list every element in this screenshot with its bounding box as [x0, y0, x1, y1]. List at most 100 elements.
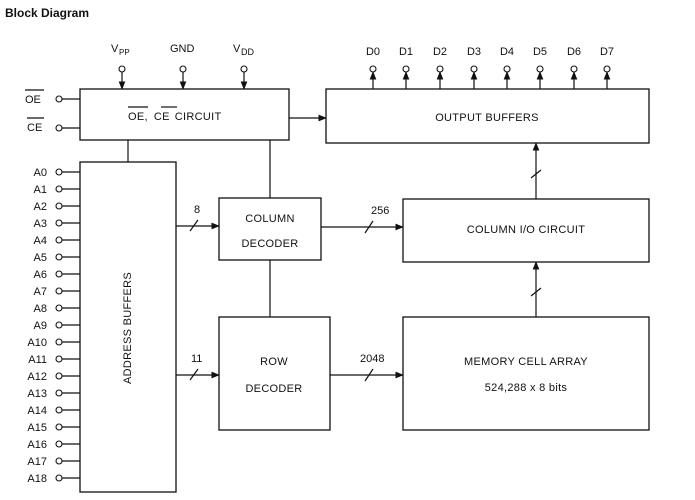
address-pin-circle: [55, 287, 63, 295]
data-pin-d6: D6: [567, 46, 581, 89]
address-pin-label: A17: [27, 456, 47, 468]
vpp-label-sub: PP: [119, 48, 130, 57]
address-pin-a14: A14: [27, 405, 80, 417]
memory-array-label-2: 524,288 x 8 bits: [485, 382, 568, 394]
address-pin-label: A9: [34, 320, 47, 332]
address-pin-circle: [55, 423, 63, 431]
address-pin-label: A3: [34, 218, 47, 230]
address-buffers-label: ADDRESS BUFFERS: [122, 272, 134, 384]
address-pin-circle: [55, 168, 63, 176]
oe-ce-rest-text: CIRCUIT: [175, 111, 222, 123]
data-pin-label: D6: [567, 46, 581, 58]
address-pin-circle: [55, 304, 63, 312]
row-bus-width: 11: [191, 353, 202, 365]
oe-ce-circuit-label: OE, CE CIRCUIT: [128, 111, 221, 123]
gnd-pin-circle: [179, 65, 187, 73]
page-title: Block Diagram: [5, 6, 89, 20]
address-pin-a17: A17: [27, 456, 80, 468]
address-pin-a0: A0: [34, 167, 80, 179]
data-pin-label: D2: [433, 46, 447, 58]
address-pin-a6: A6: [34, 269, 80, 281]
gnd-pin: GND: [170, 43, 195, 90]
address-pin-circle: [55, 338, 63, 346]
address-pin-label: A15: [27, 422, 47, 434]
address-pin-label: A10: [27, 337, 47, 349]
column-decoder-block: [218, 197, 322, 261]
address-pin-a7: A7: [34, 286, 80, 298]
vdd-pin-circle: [240, 65, 248, 73]
data-pin-d0: D0: [366, 46, 380, 89]
address-pin-label: A16: [27, 439, 47, 451]
array-bus-slash: [364, 368, 374, 382]
column-decoder-label-2: DECODER: [241, 238, 298, 250]
address-pin-a10: A10: [27, 337, 80, 349]
address-pin-label: A18: [27, 473, 47, 485]
data-pin-label: D5: [533, 46, 547, 58]
address-pin-circle: [55, 406, 63, 414]
ce-pin: CE: [27, 117, 80, 134]
column-bus-slash: [189, 219, 199, 232]
array-bus-width: 2048: [360, 353, 384, 365]
row-decoder-block: [218, 316, 331, 431]
address-pin-a8: A8: [34, 303, 80, 315]
vpp-pin-circle: [118, 65, 126, 73]
address-pin-a18: A18: [27, 473, 80, 485]
address-pin-label: A8: [34, 303, 47, 315]
address-pin-label: A5: [34, 252, 47, 264]
address-pin-a12: A12: [27, 371, 80, 383]
address-pin-a4: A4: [34, 235, 80, 247]
address-pin-label: A11: [28, 354, 47, 366]
oe-ce-oe-text: OE: [128, 111, 145, 123]
ce-pin-label: CE: [27, 122, 42, 134]
address-pin-circle: [55, 185, 63, 193]
address-pin-label: A2: [34, 201, 47, 213]
address-pin-label: A1: [34, 184, 47, 196]
vpp-label-v: V: [111, 43, 119, 55]
column-io-bus-slash: [364, 220, 374, 234]
address-pin-label: A0: [34, 167, 47, 179]
column-io-block: [402, 198, 650, 263]
row-decoder-label-1: ROW: [260, 356, 288, 368]
data-pin-label: D4: [500, 46, 514, 58]
address-pins: A0A1A2A3A4A5A6A7A8A9A10A11A12A13A14A15A1…: [27, 167, 80, 485]
oe-ce-ce-text: CE: [154, 111, 170, 123]
address-pin-circle: [55, 321, 63, 329]
address-pin-a16: A16: [27, 439, 80, 451]
address-pin-a2: A2: [34, 201, 80, 213]
io-to-output-slash: [530, 169, 542, 179]
oe-ce-circuit-block: [79, 88, 290, 141]
data-pin-d4: D4: [500, 46, 514, 89]
address-pin-label: A12: [27, 371, 47, 383]
output-buffers-block: [325, 88, 650, 144]
vdd-pin: V DD: [233, 43, 254, 90]
address-pin-label: A13: [27, 388, 47, 400]
array-to-io-slash: [530, 287, 542, 297]
data-pin-label: D7: [600, 46, 614, 58]
data-pin-d2: D2: [433, 46, 447, 89]
data-pin-label: D1: [399, 46, 413, 58]
row-decoder-label-2: DECODER: [245, 383, 302, 395]
address-pin-a13: A13: [27, 388, 80, 400]
address-pin-label: A4: [34, 235, 47, 247]
memory-cell-array-block: [402, 316, 650, 431]
data-pins: D0 D1 D2 D3 D4 D5 D6 D7: [366, 46, 614, 89]
oe-pin-label: OE: [25, 94, 41, 106]
oe-pin-circle: [55, 95, 63, 103]
column-io-label: COLUMN I/O CIRCUIT: [467, 224, 585, 236]
row-bus-slash: [189, 368, 199, 381]
address-pin-label: A6: [34, 269, 47, 281]
oe-ce-sep-text: ,: [145, 111, 148, 123]
address-pin-circle: [55, 270, 63, 278]
data-pin-d1: D1: [399, 46, 413, 89]
address-pin-circle: [55, 457, 63, 465]
column-decoder-label-1: COLUMN: [245, 213, 294, 225]
vpp-pin: V PP: [111, 43, 130, 90]
memory-array-label-1: MEMORY CELL ARRAY: [464, 356, 588, 368]
address-pin-a9: A9: [34, 320, 80, 332]
address-pin-circle: [55, 219, 63, 227]
address-pin-a11: A11: [28, 354, 80, 366]
address-pin-circle: [55, 440, 63, 448]
address-pin-circle: [55, 355, 63, 363]
address-pin-label: A14: [27, 405, 47, 417]
data-pin-d7: D7: [600, 46, 614, 89]
